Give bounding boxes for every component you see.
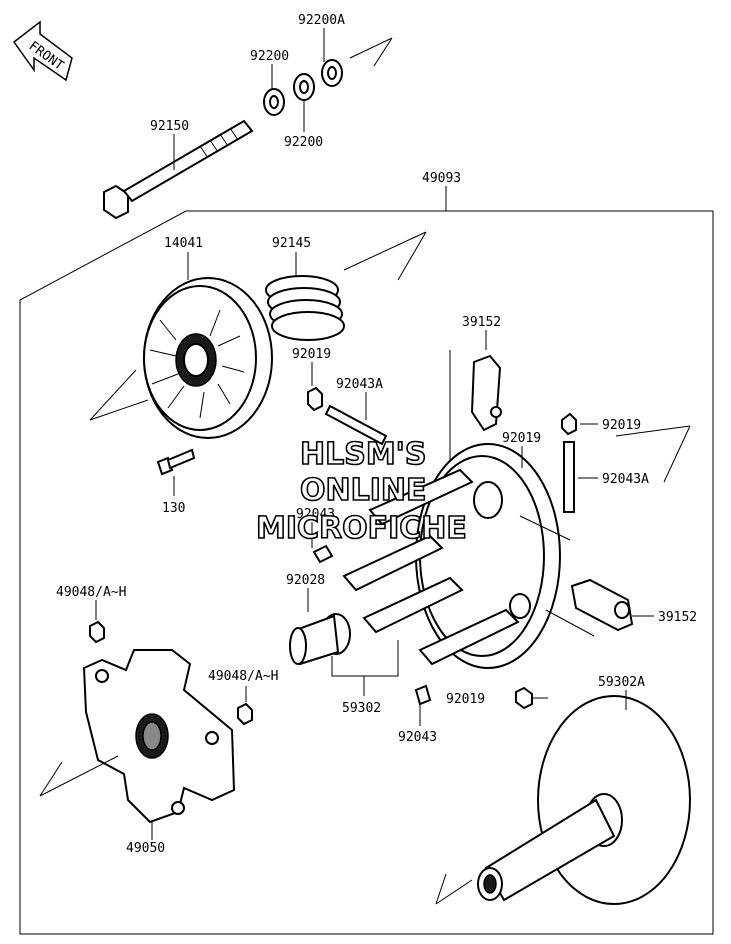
movable-sheave-body — [342, 443, 561, 669]
sheave-59302A — [477, 695, 691, 905]
weight-39152-right — [570, 578, 634, 632]
spider-49050 — [82, 649, 236, 824]
weight-39152-top — [470, 354, 502, 432]
label-92200-bottom: 92200 — [284, 135, 323, 150]
label-92019-c: 92019 — [602, 418, 641, 433]
bushing-92028 — [289, 613, 351, 666]
front-arrow-icon: FRONT — [12, 20, 73, 82]
washer-92200-top — [293, 73, 315, 101]
label-49093: 49093 — [422, 171, 461, 186]
label-14041: 14041 — [164, 236, 203, 251]
spring-92145 — [265, 275, 345, 341]
watermark-line1: HLSM'S — [300, 437, 426, 472]
label-92200-top: 92200 — [250, 49, 289, 64]
label-92019-b: 92019 — [502, 431, 541, 446]
label-59302: 59302 — [342, 701, 381, 716]
bolt-130 — [156, 448, 196, 476]
label-92019-d: 92019 — [446, 692, 485, 707]
nut-49048-right — [237, 702, 253, 726]
pin-92043A-left — [324, 404, 388, 446]
pin-92043-top — [312, 544, 334, 564]
leader-lines — [39, 28, 691, 905]
washer-92200-bottom — [263, 88, 285, 116]
label-49048-left: 49048/A~H — [56, 585, 126, 600]
label-92200A: 92200A — [298, 13, 345, 28]
label-59302A: 59302A — [598, 675, 645, 690]
label-92019-a: 92019 — [292, 347, 331, 362]
fixed-sheave-14041 — [143, 277, 273, 439]
assembly-frame — [19, 210, 714, 935]
watermark-line3: MICROFICHE — [256, 511, 467, 546]
watermark-line2: ONLINE — [300, 473, 427, 508]
label-49048-right: 49048/A~H — [208, 669, 278, 684]
pin-92043A-right — [563, 441, 575, 513]
label-92043-bottom: 92043 — [398, 730, 437, 745]
bolt-92150 — [103, 119, 254, 220]
label-92150: 92150 — [150, 119, 189, 134]
pin-92043-bottom — [414, 684, 432, 706]
nut-49048-left — [89, 620, 105, 644]
label-39152-right: 39152 — [658, 610, 697, 625]
washer-92200A — [321, 59, 343, 87]
label-39152-top: 39152 — [462, 315, 501, 330]
nut-92019-a — [307, 386, 323, 412]
label-92043A-left: 92043A — [336, 377, 383, 392]
nut-92019-d — [515, 686, 533, 710]
label-92043-top: 92043 — [296, 507, 335, 522]
label-49050: 49050 — [126, 841, 165, 856]
label-92145: 92145 — [272, 236, 311, 251]
nut-92019-c — [561, 412, 577, 436]
label-92043A-right: 92043A — [602, 472, 649, 487]
label-92028: 92028 — [286, 573, 325, 588]
label-130: 130 — [162, 501, 185, 516]
